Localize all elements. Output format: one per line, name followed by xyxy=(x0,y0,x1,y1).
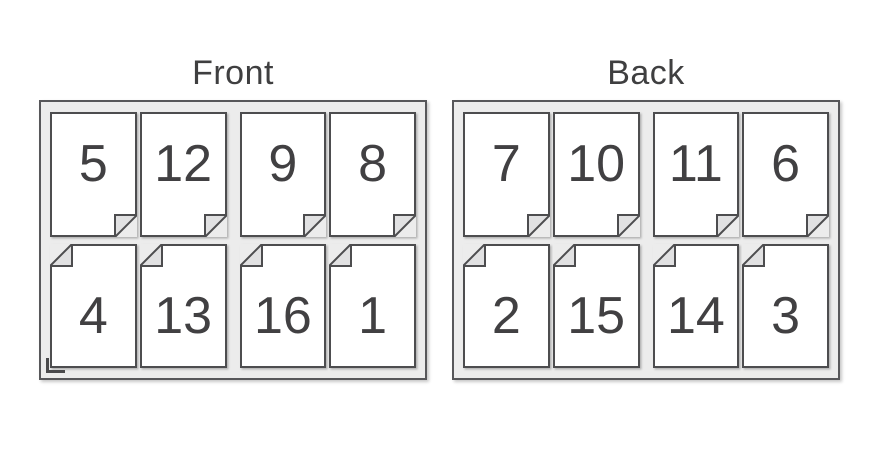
front-top-row: 5 12 9 xyxy=(50,112,416,237)
page-cell: 9 xyxy=(239,112,327,237)
page-number: 16 xyxy=(253,286,312,345)
folded-corner-icon xyxy=(616,213,640,237)
page-number: 6 xyxy=(771,135,801,194)
page-pair: 2 15 xyxy=(463,243,640,368)
page-number: 8 xyxy=(358,135,388,194)
page-number: 11 xyxy=(668,135,723,194)
page-number: 5 xyxy=(78,135,108,194)
page-cell: 3 xyxy=(742,243,829,368)
page-number: 15 xyxy=(567,286,626,345)
page-number: 4 xyxy=(78,286,108,345)
page-pair: 14 3 xyxy=(652,243,829,368)
page-cell: 14 xyxy=(652,243,740,368)
page-cell: 16 xyxy=(239,243,327,368)
back-bottom-row: 2 15 14 xyxy=(463,243,829,368)
page-cell: 2 xyxy=(463,243,550,368)
folded-corner-icon xyxy=(652,243,676,267)
page-cell: 7 xyxy=(463,112,550,237)
page-cell: 10 xyxy=(552,112,640,237)
page-pair: 9 8 xyxy=(239,112,416,237)
page-number: 10 xyxy=(567,135,626,194)
page-number: 12 xyxy=(154,135,213,194)
folded-corner-icon xyxy=(806,213,829,237)
page-number: 7 xyxy=(491,135,521,194)
page-number: 2 xyxy=(491,286,521,345)
folded-corner-icon xyxy=(552,243,576,267)
page-pair: 16 1 xyxy=(239,243,416,368)
panel-title-back: Back xyxy=(607,54,685,92)
registration-corner-mark xyxy=(46,358,65,373)
folded-corner-icon xyxy=(526,213,550,237)
page-number: 9 xyxy=(268,135,298,194)
page-pair: 11 6 xyxy=(652,112,829,237)
folded-corner-icon xyxy=(113,213,137,237)
page-pair: 7 10 xyxy=(463,112,640,237)
folded-corner-icon xyxy=(139,243,163,267)
folded-corner-icon xyxy=(329,243,353,267)
page-cell: 12 xyxy=(139,112,227,237)
page-cell: 1 xyxy=(329,243,416,368)
back-top-row: 7 10 11 xyxy=(463,112,829,237)
page-number: 1 xyxy=(358,286,388,345)
panel-title-front: Front xyxy=(192,54,274,92)
page-number: 14 xyxy=(666,286,725,345)
page-cell: 8 xyxy=(329,112,416,237)
folded-corner-icon xyxy=(742,243,766,267)
page-pair: 4 13 xyxy=(50,243,227,368)
folded-corner-icon xyxy=(716,213,740,237)
page-number: 3 xyxy=(771,286,801,345)
page-cell: 5 xyxy=(50,112,137,237)
folded-corner-icon xyxy=(50,243,73,267)
page-number: 13 xyxy=(154,286,213,345)
sheet-panel-back: 7 10 11 xyxy=(452,100,840,380)
page-cell: 4 xyxy=(50,243,137,368)
folded-corner-icon xyxy=(393,213,416,237)
page-cell: 11 xyxy=(652,112,740,237)
page-pair: 5 12 xyxy=(50,112,227,237)
sheet-panel-front: 5 12 9 xyxy=(39,100,427,380)
folded-corner-icon xyxy=(239,243,263,267)
page-cell: 15 xyxy=(552,243,640,368)
page-cell: 13 xyxy=(139,243,227,368)
front-bottom-row: 4 13 16 xyxy=(50,243,416,368)
folded-corner-icon xyxy=(303,213,327,237)
page-cell: 6 xyxy=(742,112,829,237)
folded-corner-icon xyxy=(203,213,227,237)
folded-corner-icon xyxy=(463,243,486,267)
